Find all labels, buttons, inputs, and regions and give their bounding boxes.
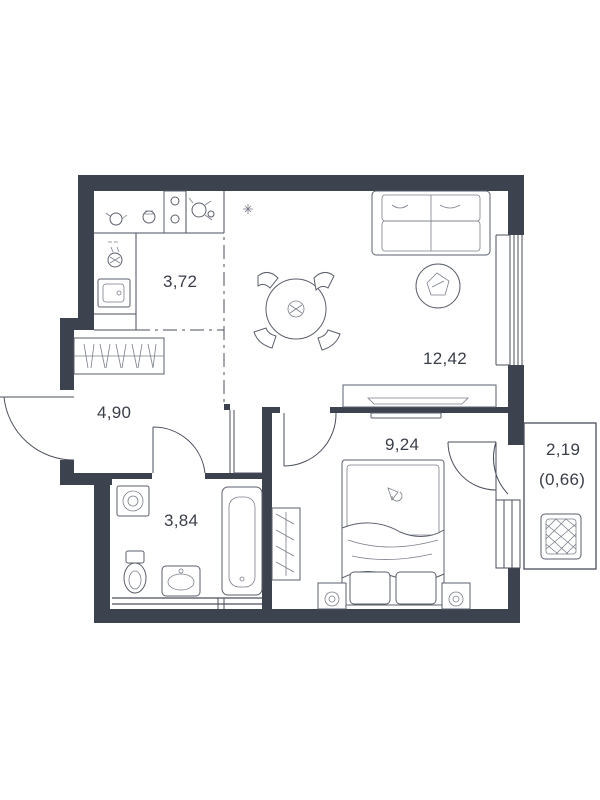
kettle-icon <box>105 212 128 226</box>
pan-icon <box>188 197 215 221</box>
balcony-reduced-area-label: (0,66) <box>539 470 586 489</box>
side-table-icon <box>415 263 461 309</box>
bed-icon <box>341 459 445 606</box>
hall-area-label: 4,90 <box>97 403 132 422</box>
nightstand-left-icon <box>317 582 347 610</box>
interior-walls <box>110 404 510 610</box>
laundry-basket-icon <box>540 513 582 560</box>
exterior-walls <box>60 175 524 623</box>
wardrobe-icon <box>271 507 301 581</box>
balcony-area-label: 2,19 <box>546 440 581 459</box>
toilet-icon <box>123 550 147 594</box>
sofa-icon <box>371 190 491 256</box>
kitchen-counter <box>94 190 225 315</box>
bedroom-area-label: 9,24 <box>385 435 420 454</box>
bathroom-door <box>152 426 206 474</box>
range-hood-icon <box>107 241 123 268</box>
kitchen-area-label: 3,72 <box>163 272 198 291</box>
pot-icon <box>142 210 156 224</box>
hall-wardrobe <box>73 337 165 375</box>
washing-machine-icon <box>116 485 150 517</box>
tv-stand <box>342 384 497 408</box>
entry-door <box>0 396 75 461</box>
bathtub-icon <box>221 486 263 596</box>
sparkle-icon <box>243 204 253 214</box>
washbasin-icon <box>161 565 201 597</box>
partitions <box>94 313 262 609</box>
dining-table-icon <box>253 272 341 351</box>
tv-icon <box>370 412 442 419</box>
living-area-label: 12,42 <box>423 349 468 368</box>
sink-icon <box>97 278 131 308</box>
stove-icon <box>170 196 180 224</box>
bathroom-area-label: 3,84 <box>164 511 199 530</box>
bedroom-door <box>283 412 337 467</box>
nightstand-right-icon <box>441 582 471 610</box>
living-window <box>495 234 523 366</box>
balcony <box>447 422 597 570</box>
